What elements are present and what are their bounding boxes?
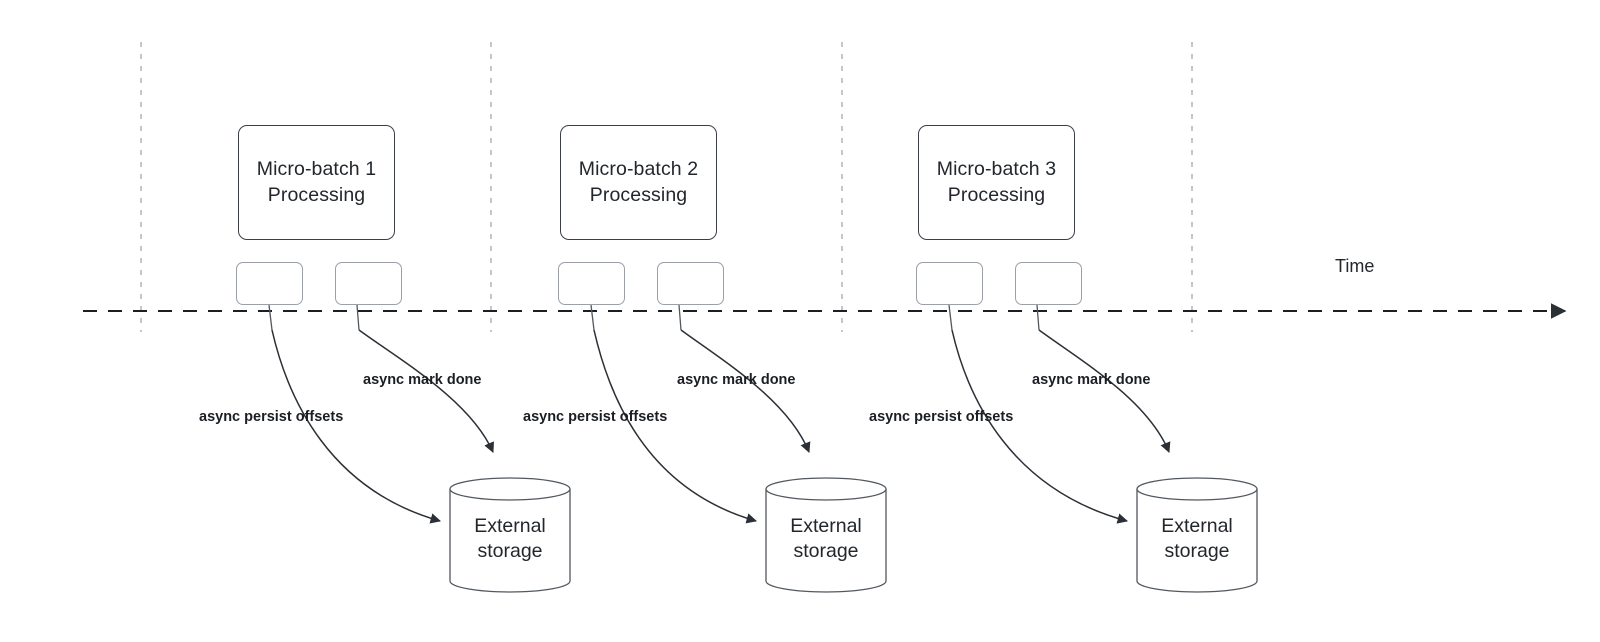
group-1-connectors (268, 304, 494, 524)
external-storage-3[interactable]: External storage (1137, 478, 1257, 592)
external-storage-2-label: External storage (766, 478, 886, 592)
group-3-connectors (948, 304, 1171, 524)
external-storage-2-line2: storage (793, 540, 859, 562)
micro-batch-3-persist-task-box[interactable] (916, 262, 983, 305)
micro-batch-3-processing-box[interactable]: Micro-batch 3 Processing (918, 125, 1075, 240)
stem-markdone-2 (678, 304, 682, 331)
micro-batch-2-subtitle: Processing (589, 183, 688, 206)
external-storage-3-line2: storage (1164, 540, 1230, 562)
micro-batch-2-processing-box[interactable]: Micro-batch 2 Processing (560, 125, 717, 240)
arrow-mark-done-2 (680, 329, 811, 453)
time-axis-label: Time (1335, 256, 1375, 276)
stem-persist-2 (590, 304, 595, 331)
edge-label-persist-offsets-2: async persist offsets (523, 409, 668, 425)
micro-batch-boundaries (140, 42, 1193, 332)
micro-batch-1-processing-box[interactable]: Micro-batch 1 Processing (238, 125, 395, 240)
arrow-persist-offsets-1 (271, 329, 442, 524)
micro-batch-3-title: Micro-batch 3 (936, 157, 1057, 180)
micro-batch-2-title: Micro-batch 2 (578, 157, 699, 180)
external-storage-1-label: External storage (450, 478, 570, 592)
storage-cylinder-1 (449, 477, 571, 593)
edge-label-persist-offsets-1: async persist offsets (199, 409, 344, 425)
stem-persist-1 (268, 304, 273, 331)
group-2-connectors (590, 304, 811, 524)
external-storage-1-line2: storage (477, 540, 543, 562)
edge-label-mark-done-2: async mark done (677, 372, 796, 388)
micro-batch-3-markdone-task-box[interactable] (1015, 262, 1082, 305)
arrow-persist-offsets-2 (593, 329, 758, 524)
external-storage-2[interactable]: External storage (766, 478, 886, 592)
arrow-mark-done-3 (1038, 329, 1171, 453)
micro-batch-2-persist-task-box[interactable] (558, 262, 625, 305)
arrow-mark-done-1 (358, 329, 494, 453)
external-storage-1-line1: External (474, 514, 546, 537)
micro-batch-1-markdone-task-box[interactable] (335, 262, 402, 305)
stem-persist-3 (948, 304, 953, 331)
micro-batch-1-title: Micro-batch 1 (256, 157, 377, 180)
micro-batch-3-subtitle: Processing (947, 183, 1046, 206)
external-storage-1[interactable]: External storage (450, 478, 570, 592)
external-storage-3-line1: External (1161, 514, 1233, 537)
edge-label-persist-offsets-3: async persist offsets (869, 409, 1014, 425)
arrow-persist-offsets-3 (951, 329, 1129, 524)
micro-batch-1-persist-task-box[interactable] (236, 262, 303, 305)
micro-batch-2-markdone-task-box[interactable] (657, 262, 724, 305)
stem-markdone-1 (356, 304, 360, 331)
storage-cylinder-2 (765, 477, 887, 593)
edge-label-mark-done-1: async mark done (363, 372, 482, 388)
edge-label-mark-done-3: async mark done (1032, 372, 1151, 388)
storage-cylinder-3 (1136, 477, 1258, 593)
external-storage-2-line1: External (790, 514, 862, 537)
external-storage-3-label: External storage (1137, 478, 1257, 592)
stem-markdone-3 (1036, 304, 1040, 331)
micro-batch-1-subtitle: Processing (267, 183, 366, 206)
